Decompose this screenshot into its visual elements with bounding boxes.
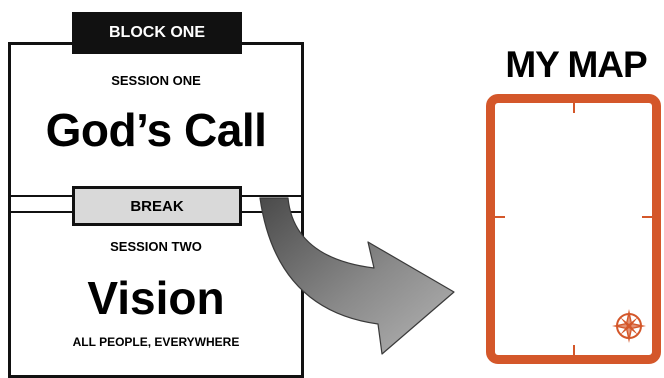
- map-title: MY MAP: [505, 44, 647, 85]
- session-two-subtitle: ALL PEOPLE, EVERYWHERE: [72, 335, 240, 349]
- session-one-box: SESSION ONE God’s Call: [8, 42, 304, 198]
- compass-rose-icon: [612, 309, 646, 343]
- map-frame: [486, 94, 661, 364]
- session-two-box: SESSION TWO Vision ALL PEOPLE, EVERYWHER…: [8, 210, 304, 378]
- session-two-title: Vision: [87, 272, 225, 324]
- session-two-label: SESSION TWO: [110, 239, 202, 254]
- session-one-label: SESSION ONE: [111, 73, 201, 88]
- break-label-text: BREAK: [130, 197, 184, 215]
- block-label-text: BLOCK ONE: [109, 24, 205, 41]
- session-one-title: God’s Call: [45, 104, 267, 156]
- block-label: BLOCK ONE: [72, 12, 242, 54]
- break-label: BREAK: [72, 186, 242, 226]
- curved-arrow-icon: [259, 197, 455, 355]
- map-ticks: [495, 103, 652, 355]
